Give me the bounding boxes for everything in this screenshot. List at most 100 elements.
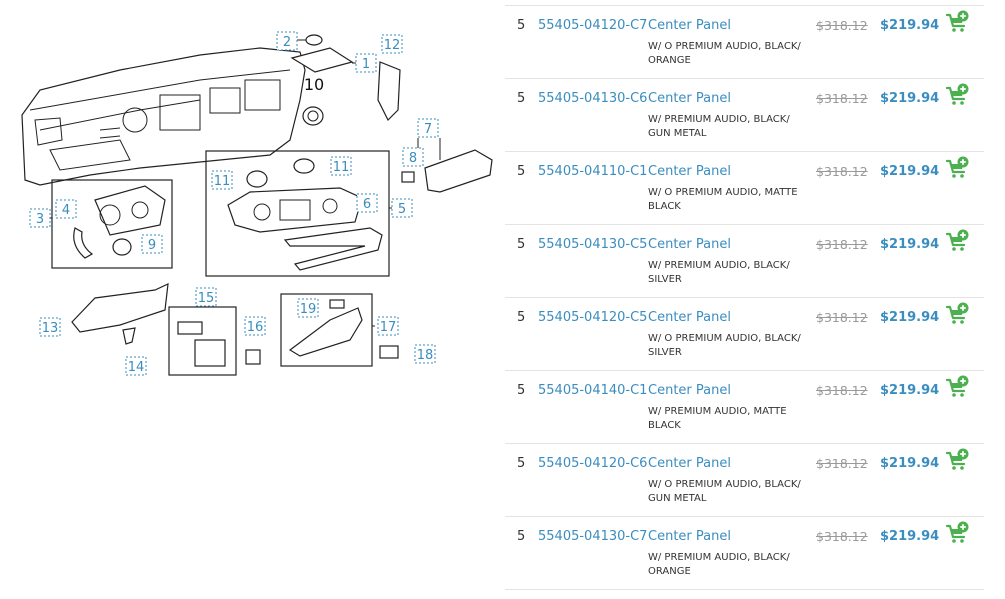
part-msrp: $318.12 bbox=[816, 383, 868, 398]
callout-box bbox=[377, 316, 399, 336]
part-price: $219.94 bbox=[880, 237, 940, 252]
part-number-link[interactable]: 55405-04130-C7 bbox=[538, 529, 648, 544]
part-glovebox-illustration bbox=[424, 149, 493, 193]
part-number-link[interactable]: 55405-04120-C7 bbox=[538, 18, 648, 33]
callout-number[interactable]: 10 bbox=[304, 75, 324, 94]
add-to-cart-icon[interactable] bbox=[945, 83, 969, 107]
callout-box bbox=[391, 198, 413, 218]
callout-box bbox=[55, 199, 77, 219]
callout-box bbox=[211, 170, 233, 190]
part-number-link[interactable]: 55405-04110-C1 bbox=[538, 164, 648, 179]
add-to-cart-icon[interactable] bbox=[945, 156, 969, 180]
part-vent-illustration bbox=[302, 106, 324, 126]
part-price: $219.94 bbox=[880, 310, 940, 325]
part-name-link[interactable]: Center Panel bbox=[648, 529, 731, 544]
part-number-link[interactable]: 55405-04130-C5 bbox=[538, 237, 648, 252]
callout-box bbox=[244, 316, 266, 336]
part-number-link[interactable]: 55405-04130-C6 bbox=[538, 91, 648, 106]
part-name-link[interactable]: Center Panel bbox=[648, 310, 731, 325]
part-price: $219.94 bbox=[880, 529, 940, 544]
part-description: W/ O PREMIUM AUDIO, BLACK/ SILVER bbox=[648, 333, 801, 358]
add-to-cart-icon[interactable] bbox=[945, 521, 969, 545]
callout-number[interactable]: 4 bbox=[62, 203, 70, 218]
part-name-link[interactable]: Center Panel bbox=[648, 237, 731, 252]
part-msrp: $318.12 bbox=[816, 456, 868, 471]
add-to-cart-icon[interactable] bbox=[945, 302, 969, 326]
subassembly-frame bbox=[205, 150, 390, 277]
part-qty: 5 bbox=[517, 383, 526, 398]
callout-box bbox=[356, 193, 378, 213]
callout-box bbox=[195, 287, 217, 307]
part-msrp: $318.12 bbox=[816, 18, 868, 33]
subassembly-frame bbox=[168, 306, 237, 376]
part-msrp: $318.12 bbox=[816, 529, 868, 544]
part-qty: 5 bbox=[517, 237, 526, 252]
callout-box bbox=[141, 234, 163, 254]
subassembly-frame bbox=[280, 293, 373, 367]
callout-number[interactable]: 15 bbox=[198, 291, 215, 306]
callout-number[interactable]: 1 bbox=[362, 57, 370, 72]
callout-number[interactable]: 11 bbox=[214, 174, 231, 189]
part-msrp: $318.12 bbox=[816, 237, 868, 252]
part-description: W/ O PREMIUM AUDIO, BLACK/ GUN METAL bbox=[648, 479, 801, 504]
part-qty: 5 bbox=[517, 91, 526, 106]
callout-number[interactable]: 9 bbox=[148, 238, 156, 253]
part-qty: 5 bbox=[517, 456, 526, 471]
add-to-cart-icon[interactable] bbox=[945, 448, 969, 472]
part-name-link[interactable]: Center Panel bbox=[648, 91, 731, 106]
callout-number[interactable]: 7 bbox=[424, 122, 432, 137]
part-bracket-illustration bbox=[290, 47, 354, 73]
part-description: W/ O PREMIUM AUDIO, MATTE BLACK bbox=[648, 187, 798, 212]
subassembly-frame bbox=[51, 179, 173, 269]
add-to-cart-icon[interactable] bbox=[945, 375, 969, 399]
part-name-link[interactable]: Center Panel bbox=[648, 456, 731, 471]
part-knob-illustration bbox=[297, 34, 323, 46]
part-qty: 5 bbox=[517, 18, 526, 33]
callout-number[interactable]: 12 bbox=[384, 38, 401, 53]
part-number-link[interactable]: 55405-04120-C5 bbox=[538, 310, 648, 325]
callout-number[interactable]: 17 bbox=[380, 320, 397, 335]
callout-box bbox=[417, 118, 439, 138]
part-name-link[interactable]: Center Panel bbox=[648, 164, 731, 179]
callout-box bbox=[39, 317, 61, 337]
part-name-link[interactable]: Center Panel bbox=[648, 18, 731, 33]
callout-box bbox=[125, 356, 147, 376]
part-msrp: $318.12 bbox=[816, 310, 868, 325]
callout-box bbox=[297, 298, 319, 318]
part-number-link[interactable]: 55405-04140-C1 bbox=[538, 383, 648, 398]
part-side-panel-illustration bbox=[377, 61, 401, 122]
part-description: W/ PREMIUM AUDIO, BLACK/ SILVER bbox=[648, 260, 790, 285]
callout-box bbox=[330, 156, 352, 176]
callout-number[interactable]: 2 bbox=[283, 35, 291, 50]
part-price: $219.94 bbox=[880, 91, 940, 106]
part-lower-panel-illustration bbox=[71, 283, 169, 333]
part-number-link[interactable]: 55405-04120-C6 bbox=[538, 456, 648, 471]
add-to-cart-icon[interactable] bbox=[945, 229, 969, 253]
callout-number[interactable]: 16 bbox=[247, 320, 264, 335]
callout-number[interactable]: 8 bbox=[409, 151, 417, 166]
part-price: $219.94 bbox=[880, 456, 940, 471]
part-description: W/ O PREMIUM AUDIO, BLACK/ ORANGE bbox=[648, 41, 801, 66]
callout-box bbox=[29, 208, 51, 228]
part-description: W/ PREMIUM AUDIO, BLACK/ GUN METAL bbox=[648, 114, 790, 139]
callout-number[interactable]: 3 bbox=[36, 212, 44, 227]
callout-box bbox=[276, 31, 298, 51]
callout-number[interactable]: 6 bbox=[363, 197, 371, 212]
callout-number[interactable]: 5 bbox=[398, 202, 406, 217]
part-name-link[interactable]: Center Panel bbox=[648, 383, 731, 398]
callout-number[interactable]: 11 bbox=[333, 160, 350, 175]
callout-number[interactable]: 14 bbox=[128, 360, 145, 375]
add-to-cart-icon[interactable] bbox=[945, 10, 969, 34]
callout-number[interactable]: 19 bbox=[300, 302, 317, 317]
callout-number[interactable]: 13 bbox=[42, 321, 59, 336]
callout-number[interactable]: 18 bbox=[417, 348, 434, 363]
part-price: $219.94 bbox=[880, 164, 940, 179]
